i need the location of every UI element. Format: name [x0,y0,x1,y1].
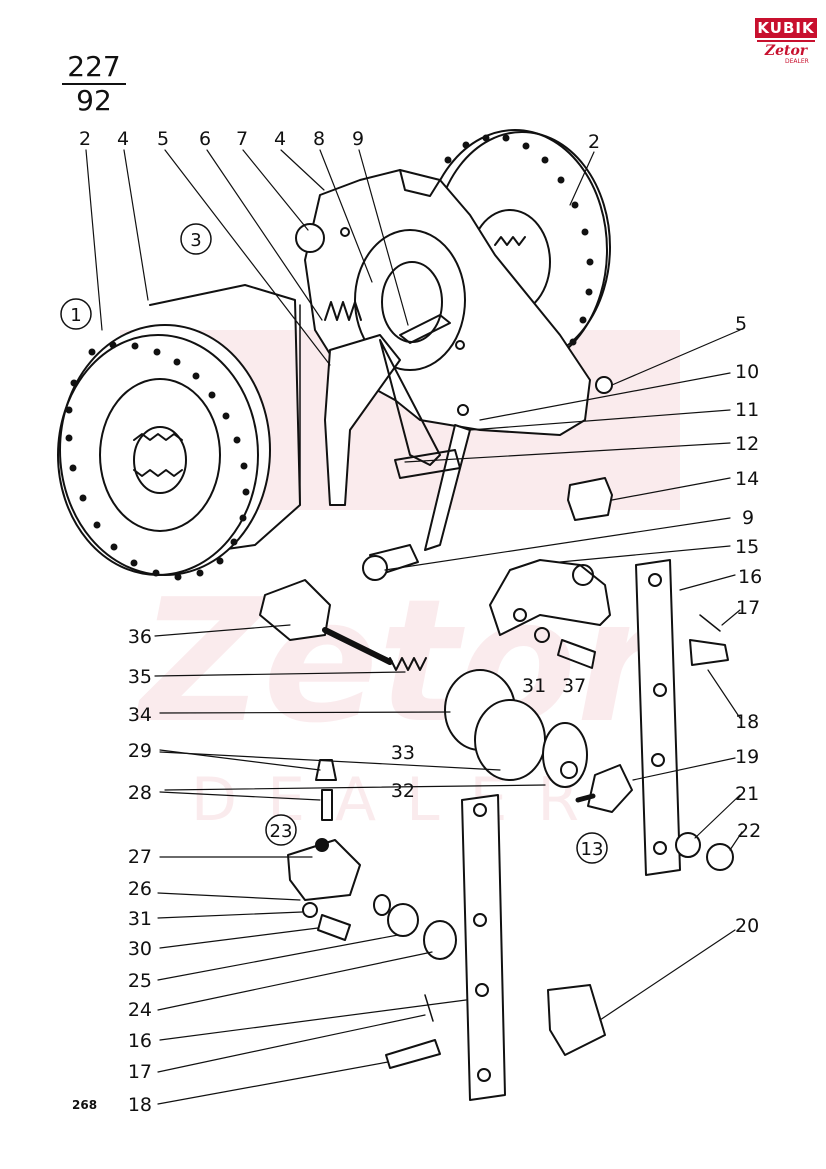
callout-31: 31 [128,908,152,930]
brand-logo-dealer: DEALER [785,58,809,65]
callout-17r: 17 [736,597,760,619]
callout-22: 22 [737,820,761,842]
callouts-top: 2 4 5 6 7 4 8 9 2 [79,128,600,153]
callout-37: 37 [562,675,586,697]
link-plate-16-right [635,559,681,876]
page-number: 227 92 [62,52,126,116]
nut-21 [675,832,701,858]
callout-24: 24 [128,999,152,1021]
callout-18l: 18 [128,1094,152,1116]
washer-31 [302,902,318,918]
nipple-stem-28 [321,789,333,821]
callout-33: 33 [391,742,415,764]
nipple-28 [315,838,329,852]
bolt-37 [557,639,596,669]
callout-26: 26 [128,878,152,900]
callout-21: 21 [735,783,759,805]
callout-19: 19 [735,746,759,768]
pin-18-right [689,639,729,666]
page-number-top: 227 [62,52,126,85]
circled-3: 3 [190,230,201,251]
callouts-left: 36 35 34 33 32 29 28 27 26 31 30 25 24 1… [128,626,415,1116]
callout-5r: 5 [735,313,747,335]
nut-22 [706,843,734,871]
sheet-number: 268 [72,1098,98,1112]
callout-16r: 16 [738,566,762,588]
callout-15: 15 [735,536,759,558]
seal-26 [373,894,391,916]
sleeve-25 [387,903,419,937]
washer-31-mid [534,627,550,643]
callout-30: 30 [128,938,152,960]
callout-14: 14 [735,468,759,490]
lever-link [379,339,441,466]
callout-17l: 17 [128,1061,152,1083]
callout-6: 6 [199,128,211,150]
callout-16l: 16 [128,1030,152,1052]
left-drum [57,284,301,576]
callout-29: 29 [128,740,152,762]
link-plate-16-lower [461,794,506,1101]
callout-34: 34 [128,704,152,726]
pin-12 [394,449,461,479]
block-14 [567,477,613,521]
callout-25: 25 [128,970,152,992]
callouts-mid: 31 37 [522,675,586,697]
block-20 [547,984,606,1056]
left-drum-bolt-holes [65,341,250,581]
callouts-right: 5 10 11 12 14 9 15 16 17 18 19 21 22 20 [735,313,762,937]
callout-11: 11 [735,399,759,421]
callout-4: 4 [117,128,129,150]
spring-35 [389,657,427,671]
callout-36: 36 [128,626,152,648]
brand-logo-kubik: KUBIK [755,18,817,38]
callout-4b: 4 [274,128,286,150]
callout-28: 28 [128,782,152,804]
callout-31m: 31 [522,675,546,697]
callout-12: 12 [735,433,759,455]
callout-18r: 18 [735,711,759,733]
rod-end-36 [259,579,331,641]
pin-18-lower [385,1039,441,1069]
callout-9: 9 [352,128,364,150]
bolt-9-top [399,314,451,344]
brand-logo: KUBIK Zetor DEALER [755,14,817,76]
return-spring [324,301,362,321]
nut-5-right [595,376,613,394]
brand-logo-zetor: Zetor [757,40,815,60]
callout-10: 10 [735,361,759,383]
cap-24 [423,920,457,960]
callout-27: 27 [128,846,152,868]
circled-1: 1 [70,305,81,326]
right-drum-bolt-holes [444,134,594,360]
block-19 [587,764,633,813]
circled-callouts: 1 3 23 13 [60,223,608,864]
callout-20: 20 [735,915,759,937]
callout-32: 32 [391,780,415,802]
callout-35: 35 [128,666,152,688]
callout-7: 7 [236,128,248,150]
valve-body-27 [287,839,361,901]
adjusting-rod [322,627,393,665]
bracket-15 [489,559,611,636]
callout-2b: 2 [588,131,600,153]
circled-23: 23 [270,821,293,842]
bolt-30 [317,914,351,941]
callout-2: 2 [79,128,91,150]
lever-11 [424,424,471,551]
circled-13: 13 [581,839,604,860]
callout-5: 5 [157,128,169,150]
lever-main [324,334,401,506]
cap-29 [315,759,337,781]
callout-9r: 9 [742,507,754,529]
callout-8: 8 [313,128,325,150]
page-number-bottom: 92 [76,84,112,117]
